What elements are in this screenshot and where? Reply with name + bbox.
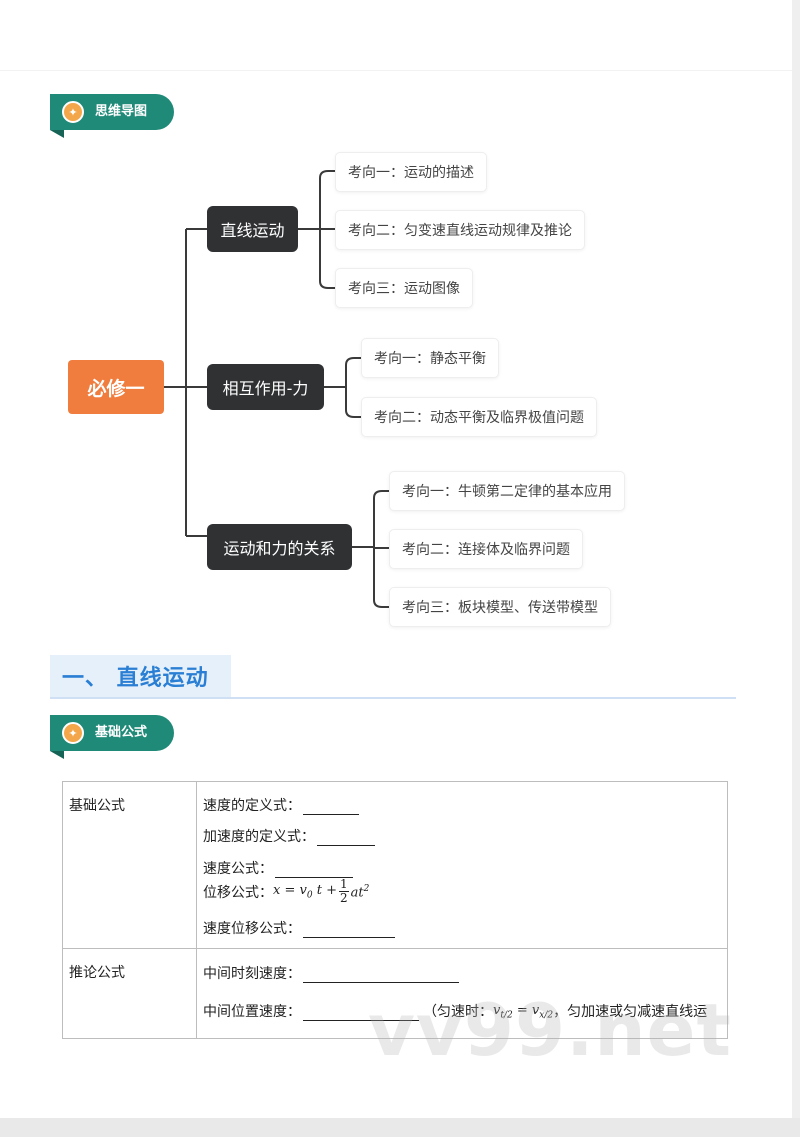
note-math: vt/2 = vx/2 xyxy=(493,1003,554,1021)
mindmap-tag-label: 思维导图 xyxy=(95,104,148,119)
note-suffix: ，匀加速或匀减速直线运 xyxy=(553,1004,708,1020)
lightbulb-icon: ✦ xyxy=(62,722,84,744)
formula-velocity: 速度公式： xyxy=(203,858,353,878)
leaf-3-2: 考向二：连接体及临界问题 xyxy=(389,529,583,569)
note-prefix: （匀速时： xyxy=(423,1004,493,1020)
section-heading-bg xyxy=(50,655,231,697)
leaf-2-2: 考向二：动态平衡及临界极值问题 xyxy=(361,397,597,437)
leaf-3-3: 考向三：板块模型、传送带模型 xyxy=(389,587,611,627)
page-bottom-band xyxy=(0,1118,800,1137)
branch-motion-force: 运动和力的关系 xyxy=(207,524,352,570)
section-title: 一、 直线运动 xyxy=(62,666,209,691)
formula-table: 基础公式 推论公式 速度的定义式： 加速度的定义式： 速度公式： 位移公式： x… xyxy=(62,781,728,1039)
table-row-divider xyxy=(63,948,727,949)
fraction: 1 2 xyxy=(338,877,349,906)
branch-interaction-force: 相互作用-力 xyxy=(207,364,324,410)
tag-fold xyxy=(50,751,64,759)
leaf-2-1: 考向一：静态平衡 xyxy=(361,338,499,378)
mindmap-root: 必修一 xyxy=(68,360,164,414)
page-right-edge xyxy=(792,0,800,1137)
branch-linear-motion: 直线运动 xyxy=(207,206,298,252)
answer-blank[interactable] xyxy=(275,863,353,878)
formula-label: 位移公式： xyxy=(203,884,273,901)
formula-math: x = v0 t + xyxy=(273,882,337,901)
leaf-1-1: 考向一：运动的描述 xyxy=(335,152,487,192)
section-divider xyxy=(50,697,736,699)
formula-label: 加速度的定义式： xyxy=(203,829,315,845)
mindmap-connectors xyxy=(164,170,389,608)
answer-blank[interactable] xyxy=(303,968,459,983)
formula-mid-position-velocity: 中间位置速度： （匀速时： vt/2 = vx/2 ，匀加速或匀减速直线运 xyxy=(203,1001,707,1021)
formula-label: 中间时刻速度： xyxy=(203,966,301,982)
answer-blank[interactable] xyxy=(303,1006,419,1021)
row-label-basic: 基础公式 xyxy=(69,798,125,814)
tag-fold xyxy=(50,130,64,138)
basics-tag-label: 基础公式 xyxy=(95,725,148,740)
formula-displacement: 位移公式： x = v0 t + 1 2 at2 xyxy=(203,877,370,906)
answer-blank[interactable] xyxy=(317,831,375,846)
formula-math: at2 xyxy=(350,883,370,900)
formula-label: 速度位移公式： xyxy=(203,921,301,937)
lightbulb-icon: ✦ xyxy=(62,101,84,123)
watermark: vv99.net xyxy=(368,988,732,1072)
leaf-1-2: 考向二：匀变速直线运动规律及推论 xyxy=(335,210,585,250)
answer-blank[interactable] xyxy=(303,923,395,938)
page-top-rule xyxy=(0,70,800,71)
table-column-divider xyxy=(196,782,197,1038)
formula-velocity-def: 速度的定义式： xyxy=(203,795,359,815)
formula-label: 中间位置速度： xyxy=(203,1004,301,1020)
formula-label: 速度公式： xyxy=(203,861,273,877)
row-label-derived: 推论公式 xyxy=(69,965,125,981)
formula-mid-time-velocity: 中间时刻速度： xyxy=(203,963,459,983)
basics-section-tag: ✦ 基础公式 xyxy=(50,715,174,751)
formula-label: 速度的定义式： xyxy=(203,798,301,814)
mindmap-section-tag: ✦ 思维导图 xyxy=(50,94,174,130)
formula-velocity-displacement: 速度位移公式： xyxy=(203,918,395,938)
formula-accel-def: 加速度的定义式： xyxy=(203,826,375,846)
leaf-3-1: 考向一：牛顿第二定律的基本应用 xyxy=(389,471,625,511)
leaf-1-3: 考向三：运动图像 xyxy=(335,268,473,308)
answer-blank[interactable] xyxy=(303,800,359,815)
